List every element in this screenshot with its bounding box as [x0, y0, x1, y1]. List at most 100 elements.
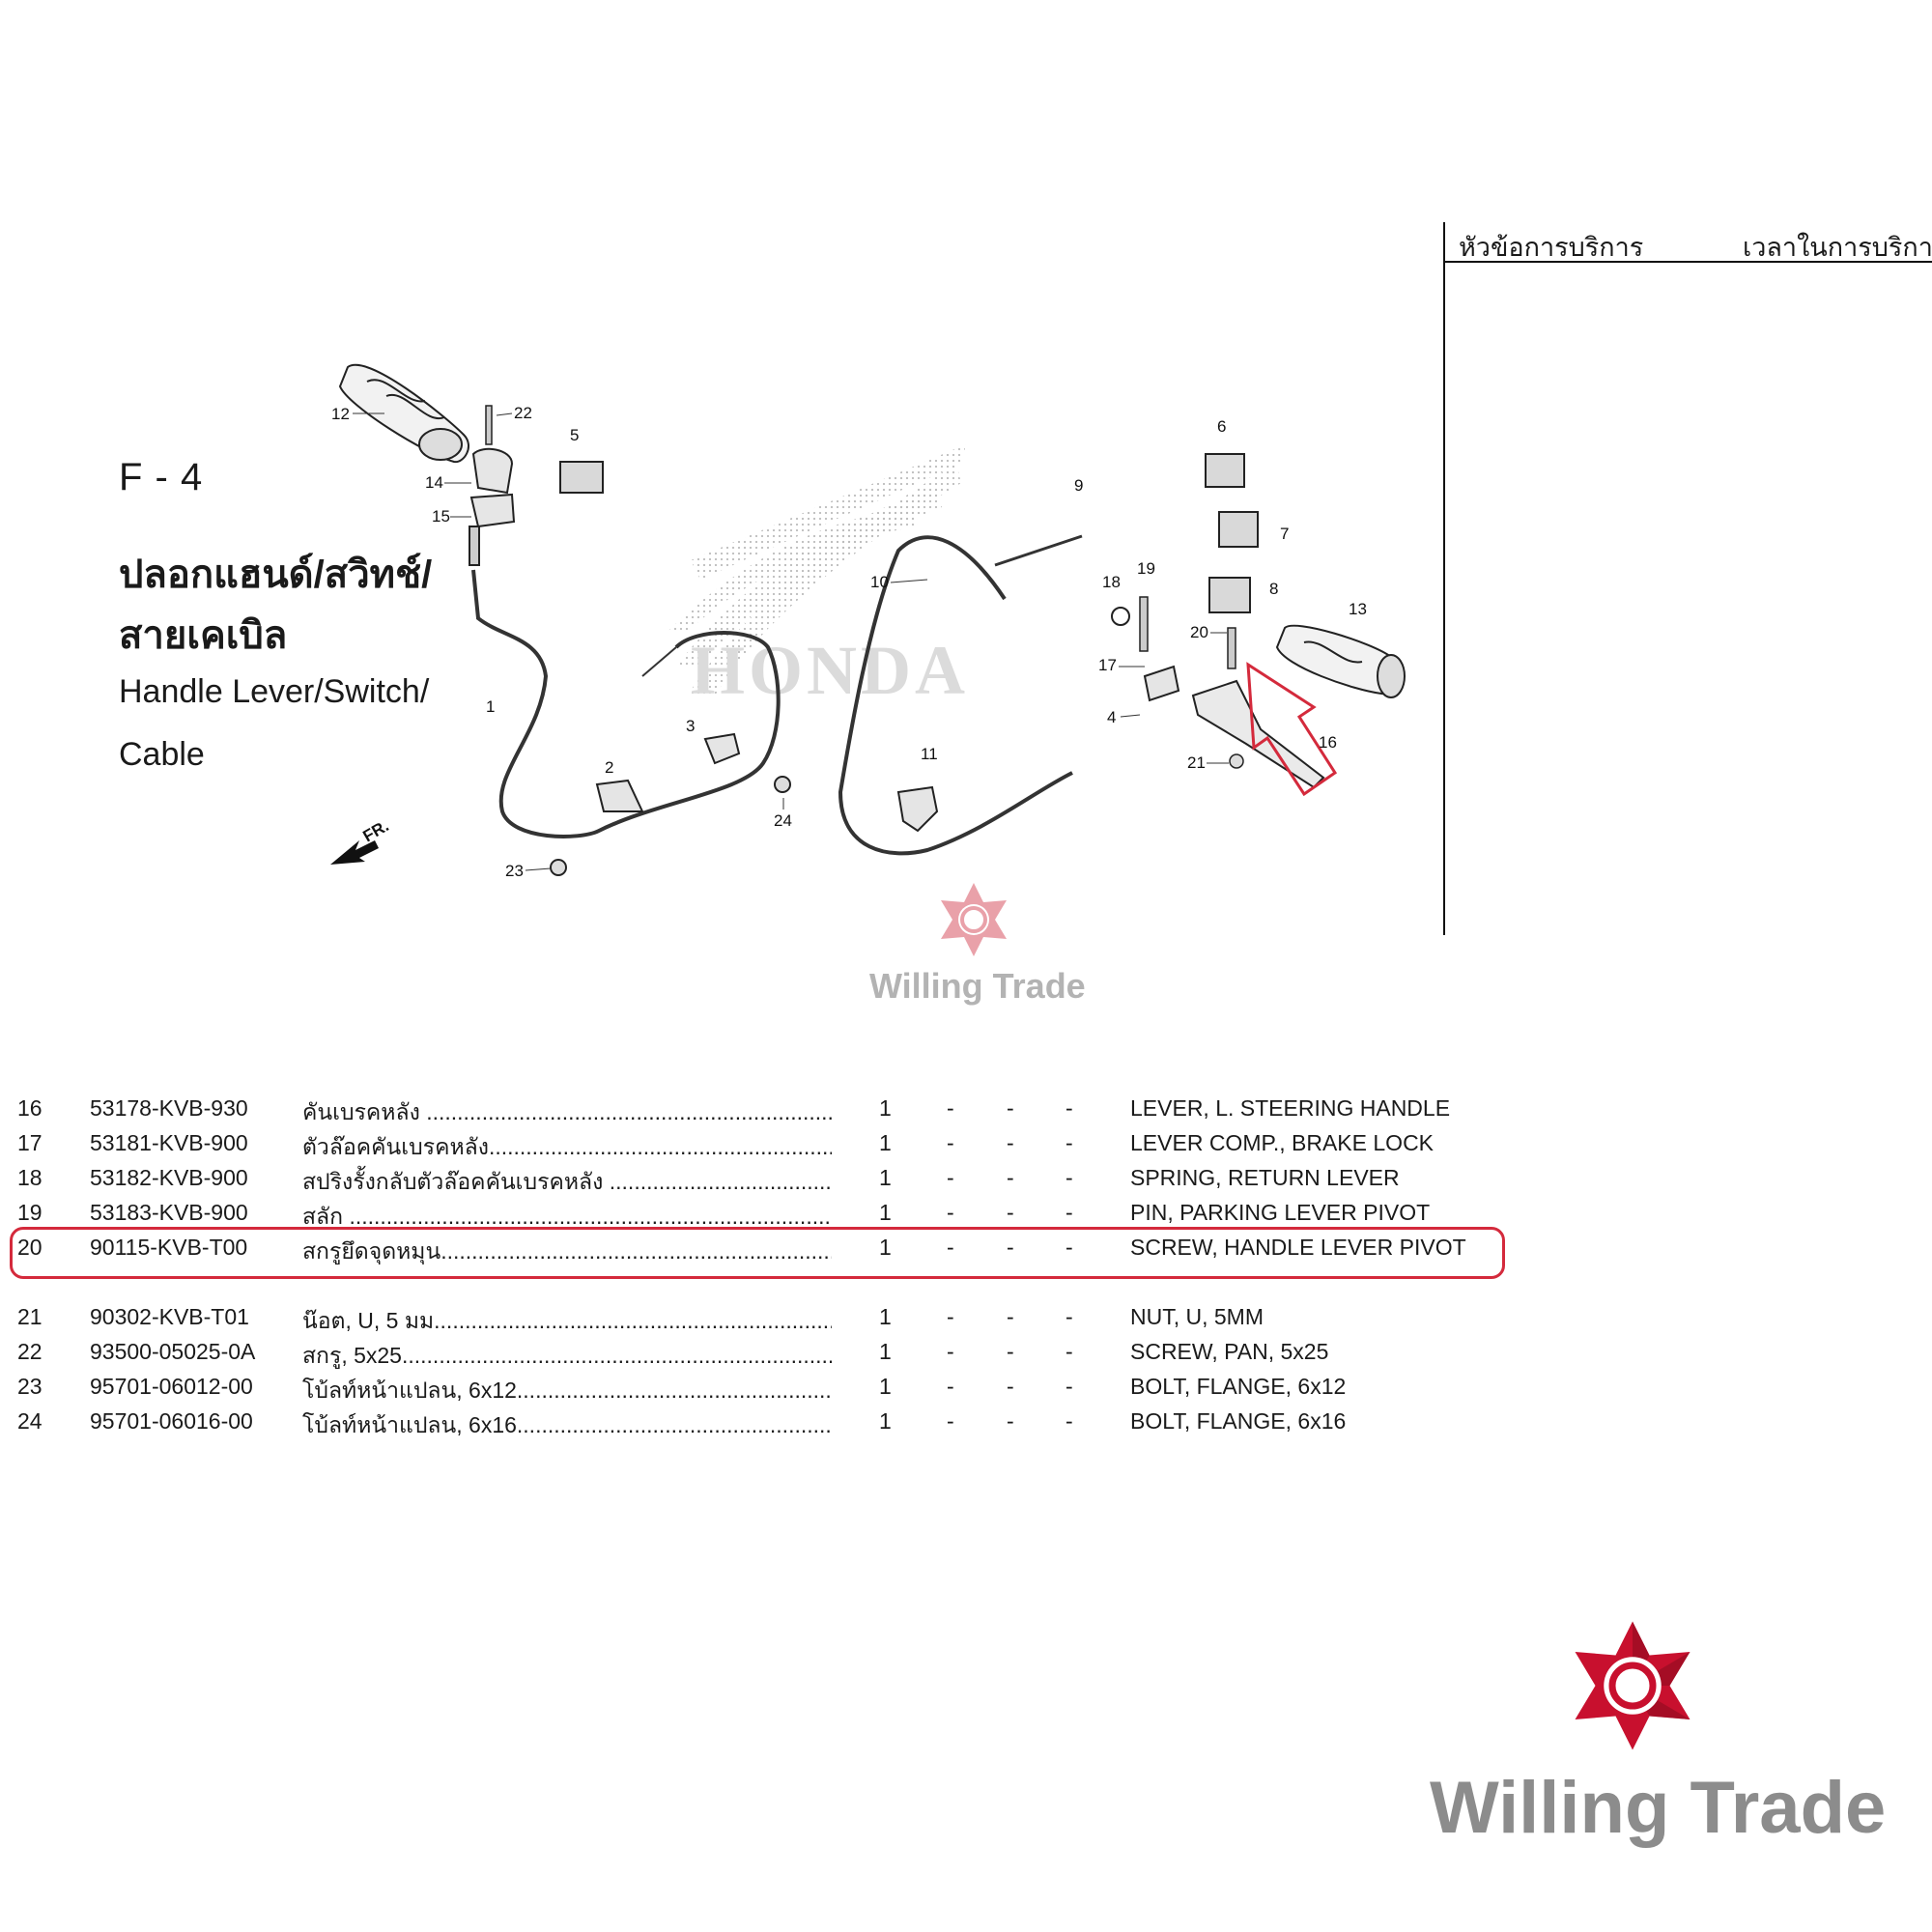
- leader-dots: ........................................…: [440, 1238, 832, 1264]
- willing-trade-logo-large: [1575, 1621, 1690, 1750]
- table-row: 23 95701-06012-00 โบ้ลท์หน้าแปลน, 6x12..…: [0, 1374, 1546, 1406]
- honda-wing-watermark: HONDA: [667, 444, 969, 709]
- svg-text:HONDA: HONDA: [691, 632, 969, 709]
- col-dash-1: -: [947, 1304, 954, 1329]
- callout-labels: 1 2 3 4 5 6 7 8 9 10 11 12 13 14 15 16 1…: [331, 404, 1367, 880]
- callout-21: 21: [1187, 753, 1206, 772]
- col-dash-3: -: [1065, 1408, 1073, 1434]
- spring-18: [1111, 607, 1130, 626]
- part-number: 53183-KVB-900: [90, 1200, 248, 1225]
- ref-number: 22: [17, 1339, 43, 1364]
- callout-15: 15: [432, 507, 450, 526]
- service-time-header: เวลาในการบริการ: [1743, 233, 1932, 262]
- screw-20: [1227, 627, 1236, 669]
- leader-dots: ........................................…: [440, 1308, 832, 1333]
- part-number: 90302-KVB-T01: [90, 1304, 249, 1329]
- table-row: 22 93500-05025-0A สกรู, 5x25............…: [0, 1339, 1546, 1372]
- col-dash-2: -: [1007, 1374, 1014, 1399]
- col-dash-2: -: [1007, 1235, 1014, 1260]
- right-grip: [1275, 624, 1406, 698]
- switch-7: [1218, 511, 1259, 548]
- throttle-cable: [471, 569, 781, 838]
- highlight-box-row-20: [10, 1227, 1505, 1279]
- part-number: 90115-KVB-T00: [90, 1235, 248, 1260]
- brake-lock-17: [1143, 665, 1180, 702]
- part-name-en: NUT, U, 5MM: [1130, 1304, 1264, 1329]
- callout-10: 10: [870, 573, 889, 591]
- leader-dots: ........................................…: [516, 1412, 832, 1437]
- callout-18: 18: [1102, 573, 1121, 591]
- part-name-th-text: โบ้ลท์หน้าแปลน, 6x12: [302, 1378, 517, 1403]
- table-row: 17 53181-KVB-900 ตัวล๊อคคันเบรคหลัง.....…: [0, 1130, 1546, 1163]
- part-name-th: สกรู, 5x25..............................…: [302, 1339, 832, 1374]
- part-name-th: โบ้ลท์หน้าแปลน, 6x16....................…: [302, 1408, 832, 1443]
- col-dash-1: -: [947, 1374, 954, 1399]
- col-dash-2: -: [1007, 1408, 1014, 1434]
- callout-9: 9: [1074, 476, 1083, 495]
- col-dash-1: -: [947, 1095, 954, 1121]
- col-dash-1: -: [947, 1200, 954, 1225]
- pin-19: [1139, 596, 1149, 652]
- quantity: 1: [879, 1095, 892, 1121]
- part-name-th-text: สกรูยึดจุดหมุน: [302, 1238, 441, 1264]
- figure-title-th-line1: ปลอกแฮนด์/สวิทช์/: [119, 554, 433, 596]
- willing-trade-watermark-large: Willing Trade: [1430, 1767, 1887, 1849]
- figure-title-en-line2: Cable: [119, 736, 205, 773]
- col-dash-1: -: [947, 1130, 954, 1155]
- table-row: 16 53178-KVB-930 คันเบรคหลัง ...........…: [0, 1095, 1546, 1128]
- part-name-th-text: น๊อต, U, 5 มม.: [302, 1308, 440, 1333]
- part-name-en: SPRING, RETURN LEVER: [1130, 1165, 1400, 1190]
- screw-22: [485, 405, 493, 445]
- leader-dots: ........................................…: [426, 1099, 832, 1124]
- quantity: 1: [879, 1408, 892, 1434]
- bracket-11: [896, 785, 939, 833]
- cable-holder-2: [595, 779, 644, 812]
- col-dash-1: -: [947, 1235, 954, 1260]
- leader-dots: ........................................…: [349, 1204, 832, 1229]
- table-row: 19 53183-KVB-900 สลัก ..................…: [0, 1200, 1546, 1233]
- col-dash-3: -: [1065, 1165, 1073, 1190]
- col-dash-1: -: [947, 1408, 954, 1434]
- cable-9: [994, 534, 1083, 567]
- figure-title-en-line1: Handle Lever/Switch/: [119, 673, 430, 710]
- callout-23: 23: [505, 862, 524, 880]
- col-dash-2: -: [1007, 1165, 1014, 1190]
- figure-code: F - 4: [119, 456, 204, 498]
- switch-5: [559, 461, 604, 494]
- callout-14: 14: [425, 473, 443, 492]
- part-number: 53181-KVB-900: [90, 1130, 248, 1155]
- part-name-th: ตัวล๊อคคันเบรคหลัง......................…: [302, 1130, 832, 1165]
- highlight-arrow: [1246, 662, 1338, 797]
- willing-trade-logo-small: [941, 883, 1007, 956]
- part-name-en: LEVER, L. STEERING HANDLE: [1130, 1095, 1451, 1121]
- callout-16: 16: [1319, 733, 1337, 752]
- part-name-en: LEVER COMP., BRAKE LOCK: [1130, 1130, 1435, 1155]
- col-dash-3: -: [1065, 1304, 1073, 1329]
- part-number: 95701-06012-00: [90, 1374, 253, 1399]
- left-grip: [338, 363, 469, 464]
- callout-leader-lines: [353, 412, 1229, 871]
- col-dash-3: -: [1065, 1130, 1073, 1155]
- part-name-th-text: สกรู, 5x25: [302, 1343, 402, 1368]
- col-dash-3: -: [1065, 1200, 1073, 1225]
- col-dash-2: -: [1007, 1304, 1014, 1329]
- callout-13: 13: [1349, 600, 1367, 618]
- service-topic-header: หัวข้อการบริการ: [1459, 233, 1644, 262]
- col-dash-3: -: [1065, 1374, 1073, 1399]
- quantity: 1: [879, 1165, 892, 1190]
- bolt-23: [550, 859, 567, 876]
- leader-dots: ........................................…: [516, 1378, 832, 1403]
- bolt-24: [774, 776, 791, 793]
- nut-21: [1229, 753, 1244, 769]
- switch-6: [1205, 453, 1245, 488]
- part-name-th: คันเบรคหลัง ............................…: [302, 1095, 832, 1130]
- quantity: 1: [879, 1200, 892, 1225]
- table-row: 18 53182-KVB-900 สปริงรั้งกลับตัวล๊อคคัน…: [0, 1165, 1546, 1198]
- callout-1: 1: [486, 697, 495, 716]
- part-number: 53182-KVB-900: [90, 1165, 248, 1190]
- willing-trade-watermark-small: Willing Trade: [869, 966, 1086, 1006]
- callout-20: 20: [1190, 623, 1208, 641]
- table-row: 21 90302-KVB-T01 น๊อต, U, 5 มม..........…: [0, 1304, 1546, 1337]
- callout-22: 22: [514, 404, 532, 422]
